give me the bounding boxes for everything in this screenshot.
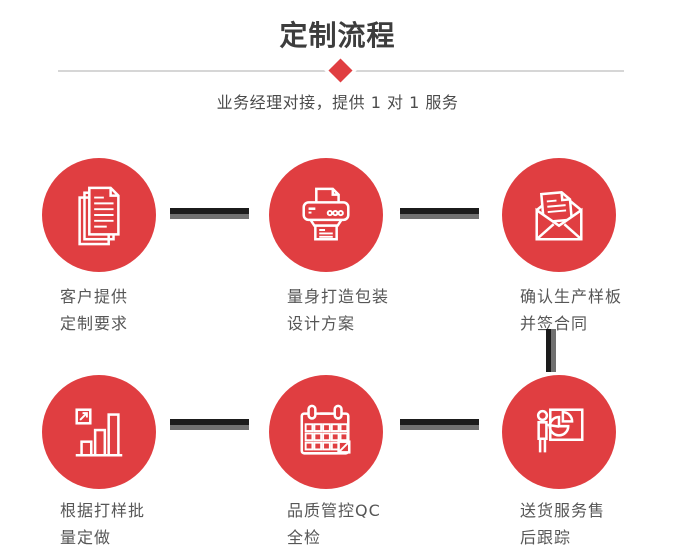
bar-chart-icon: [75, 408, 123, 457]
step-label: 客户提供 定制要求: [60, 283, 128, 337]
step-label-line1: 量身打造包装: [287, 287, 390, 306]
step-label: 品质管控QC 全检: [287, 497, 381, 550]
printer-icon: [302, 187, 350, 241]
connector-step4-step5: [170, 419, 249, 430]
step-label-line2: 并签合同: [520, 314, 589, 333]
step-label-line2: 定制要求: [60, 314, 129, 333]
connector-step1-step2: [170, 208, 249, 219]
documents-icon: [78, 186, 120, 246]
calendar-icon: [300, 404, 351, 455]
step-circle-quality-control: [269, 375, 383, 489]
step-label-line1: 客户提供: [60, 287, 129, 306]
step-label: 根据打样批 量定做: [60, 497, 145, 550]
step-label: 确认生产样板 并签合同: [520, 283, 622, 337]
connector-step3-step6: [546, 329, 556, 372]
step-label-line2: 量定做: [60, 528, 112, 547]
step-circle-delivery-tracking: [502, 375, 616, 489]
step-circle-batch-production: [42, 375, 156, 489]
subtitle: 业务经理对接，提供 1 对 1 服务: [216, 93, 459, 112]
step-label-line1: 品质管控QC: [287, 501, 381, 520]
step-label-line1: 确认生产样板: [520, 287, 623, 306]
step-label: 量身打造包装 设计方案: [287, 283, 389, 337]
diamond-accent: [328, 58, 353, 83]
envelope-icon: [535, 191, 583, 241]
step-label-line2: 后跟踪: [520, 528, 572, 547]
step-circle-packaging-design: [269, 158, 383, 272]
step-label-line2: 设计方案: [287, 314, 356, 333]
step-label-line2: 全检: [287, 528, 322, 547]
page-title: 定制流程: [279, 19, 396, 52]
step-circle-sample-contract: [502, 158, 616, 272]
step-label-line1: 送货服务售: [520, 501, 606, 520]
connector-step2-step3: [400, 208, 479, 219]
step-label: 送货服务售 后跟踪: [520, 497, 605, 550]
step-circle-customer-requirements: [42, 158, 156, 272]
presenter-icon: [536, 408, 584, 453]
connector-step5-step6: [400, 419, 479, 430]
step-label-line1: 根据打样批: [60, 501, 146, 520]
